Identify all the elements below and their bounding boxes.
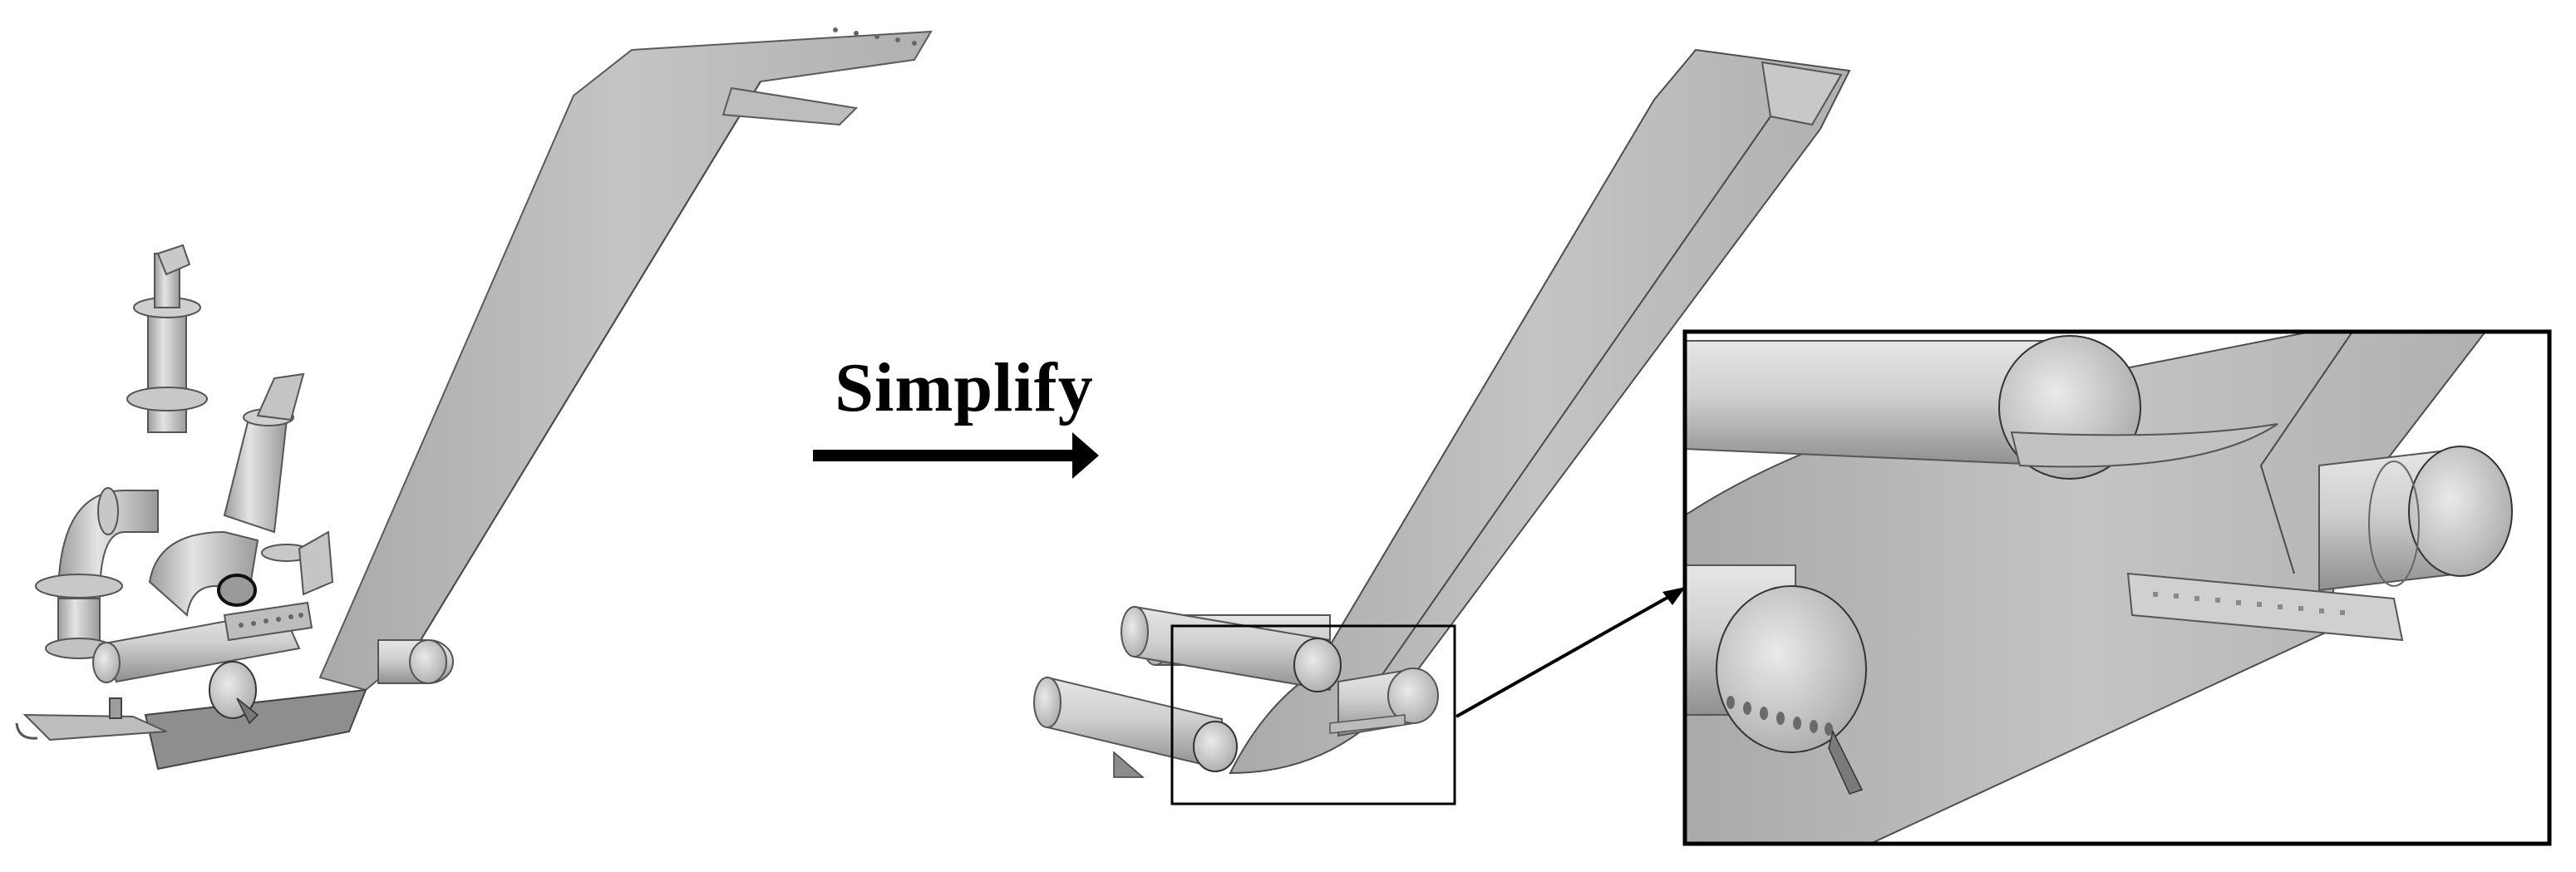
zoomed-detail xyxy=(1682,329,2552,846)
simplified-model xyxy=(1033,48,1851,805)
simplify-label: Simplify xyxy=(835,349,1094,426)
zoom-region-box xyxy=(1170,624,1456,805)
original-assembly xyxy=(15,27,933,771)
zoom-connector-arrow xyxy=(1455,587,1686,718)
zoom-frame xyxy=(1682,329,2552,846)
original-base-plate xyxy=(144,688,367,771)
simplify-arrow xyxy=(813,432,1099,479)
